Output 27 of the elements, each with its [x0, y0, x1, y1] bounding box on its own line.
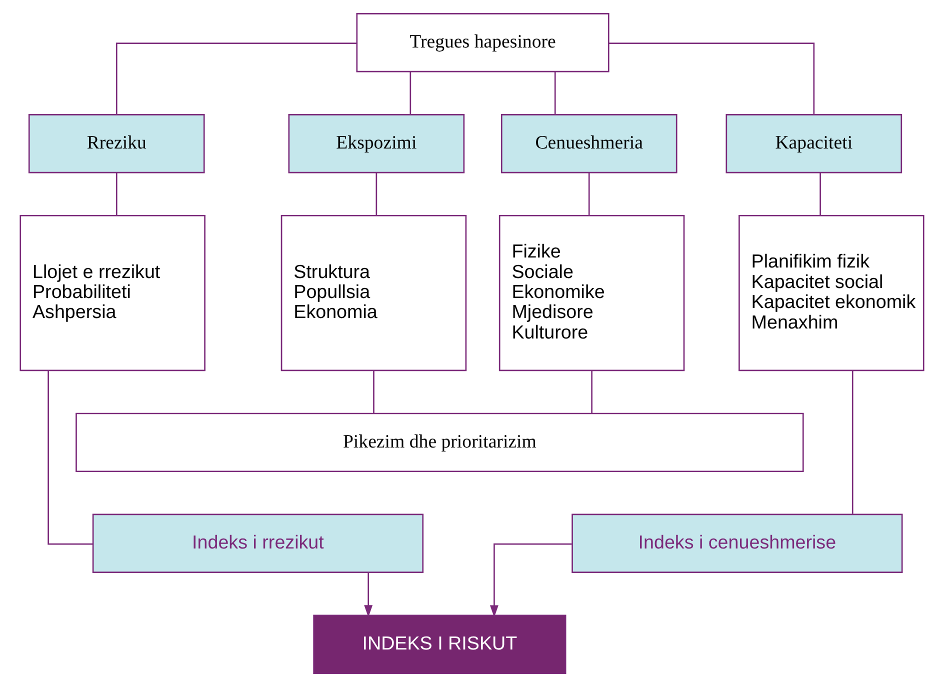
node-box: Ekspozimi [288, 114, 464, 174]
connector [47, 370, 92, 545]
node-box: Struktura Popullsia Ekonomia [280, 214, 466, 372]
node-box: Fizike Sociale Ekonomike Mjedisore Kulturore [498, 214, 684, 372]
connector [590, 370, 592, 414]
connector [588, 172, 590, 216]
connector [554, 72, 556, 114]
node-box: Llojet e rrezikut Probabiliteti Ashpersia [19, 214, 205, 372]
connector [375, 172, 377, 216]
node-box: Planifikim fizik Kapacitet social Kapacitet ekonomik Menaxhim [738, 214, 924, 372]
connector [372, 370, 374, 414]
connector [409, 72, 411, 114]
node-box: Cenueshmeria [500, 114, 677, 174]
arrow [364, 572, 372, 618]
connector [851, 370, 853, 514]
node-box: Indeks i cenueshmerise [571, 514, 902, 573]
node-box: Indeks i rrezikut [92, 514, 424, 573]
connector [819, 172, 820, 216]
node-box: INDEKS I RISKUT [312, 614, 566, 674]
connector [608, 42, 814, 115]
arrow [489, 543, 572, 618]
node-box: Tregues hapesinore [356, 13, 609, 72]
node-box: Pikezim dhe prioritarizim [75, 412, 804, 472]
node-box: Rreziku [28, 114, 204, 174]
connector [115, 42, 356, 115]
node-box: Kapaciteti [725, 114, 902, 174]
connector [115, 172, 117, 216]
